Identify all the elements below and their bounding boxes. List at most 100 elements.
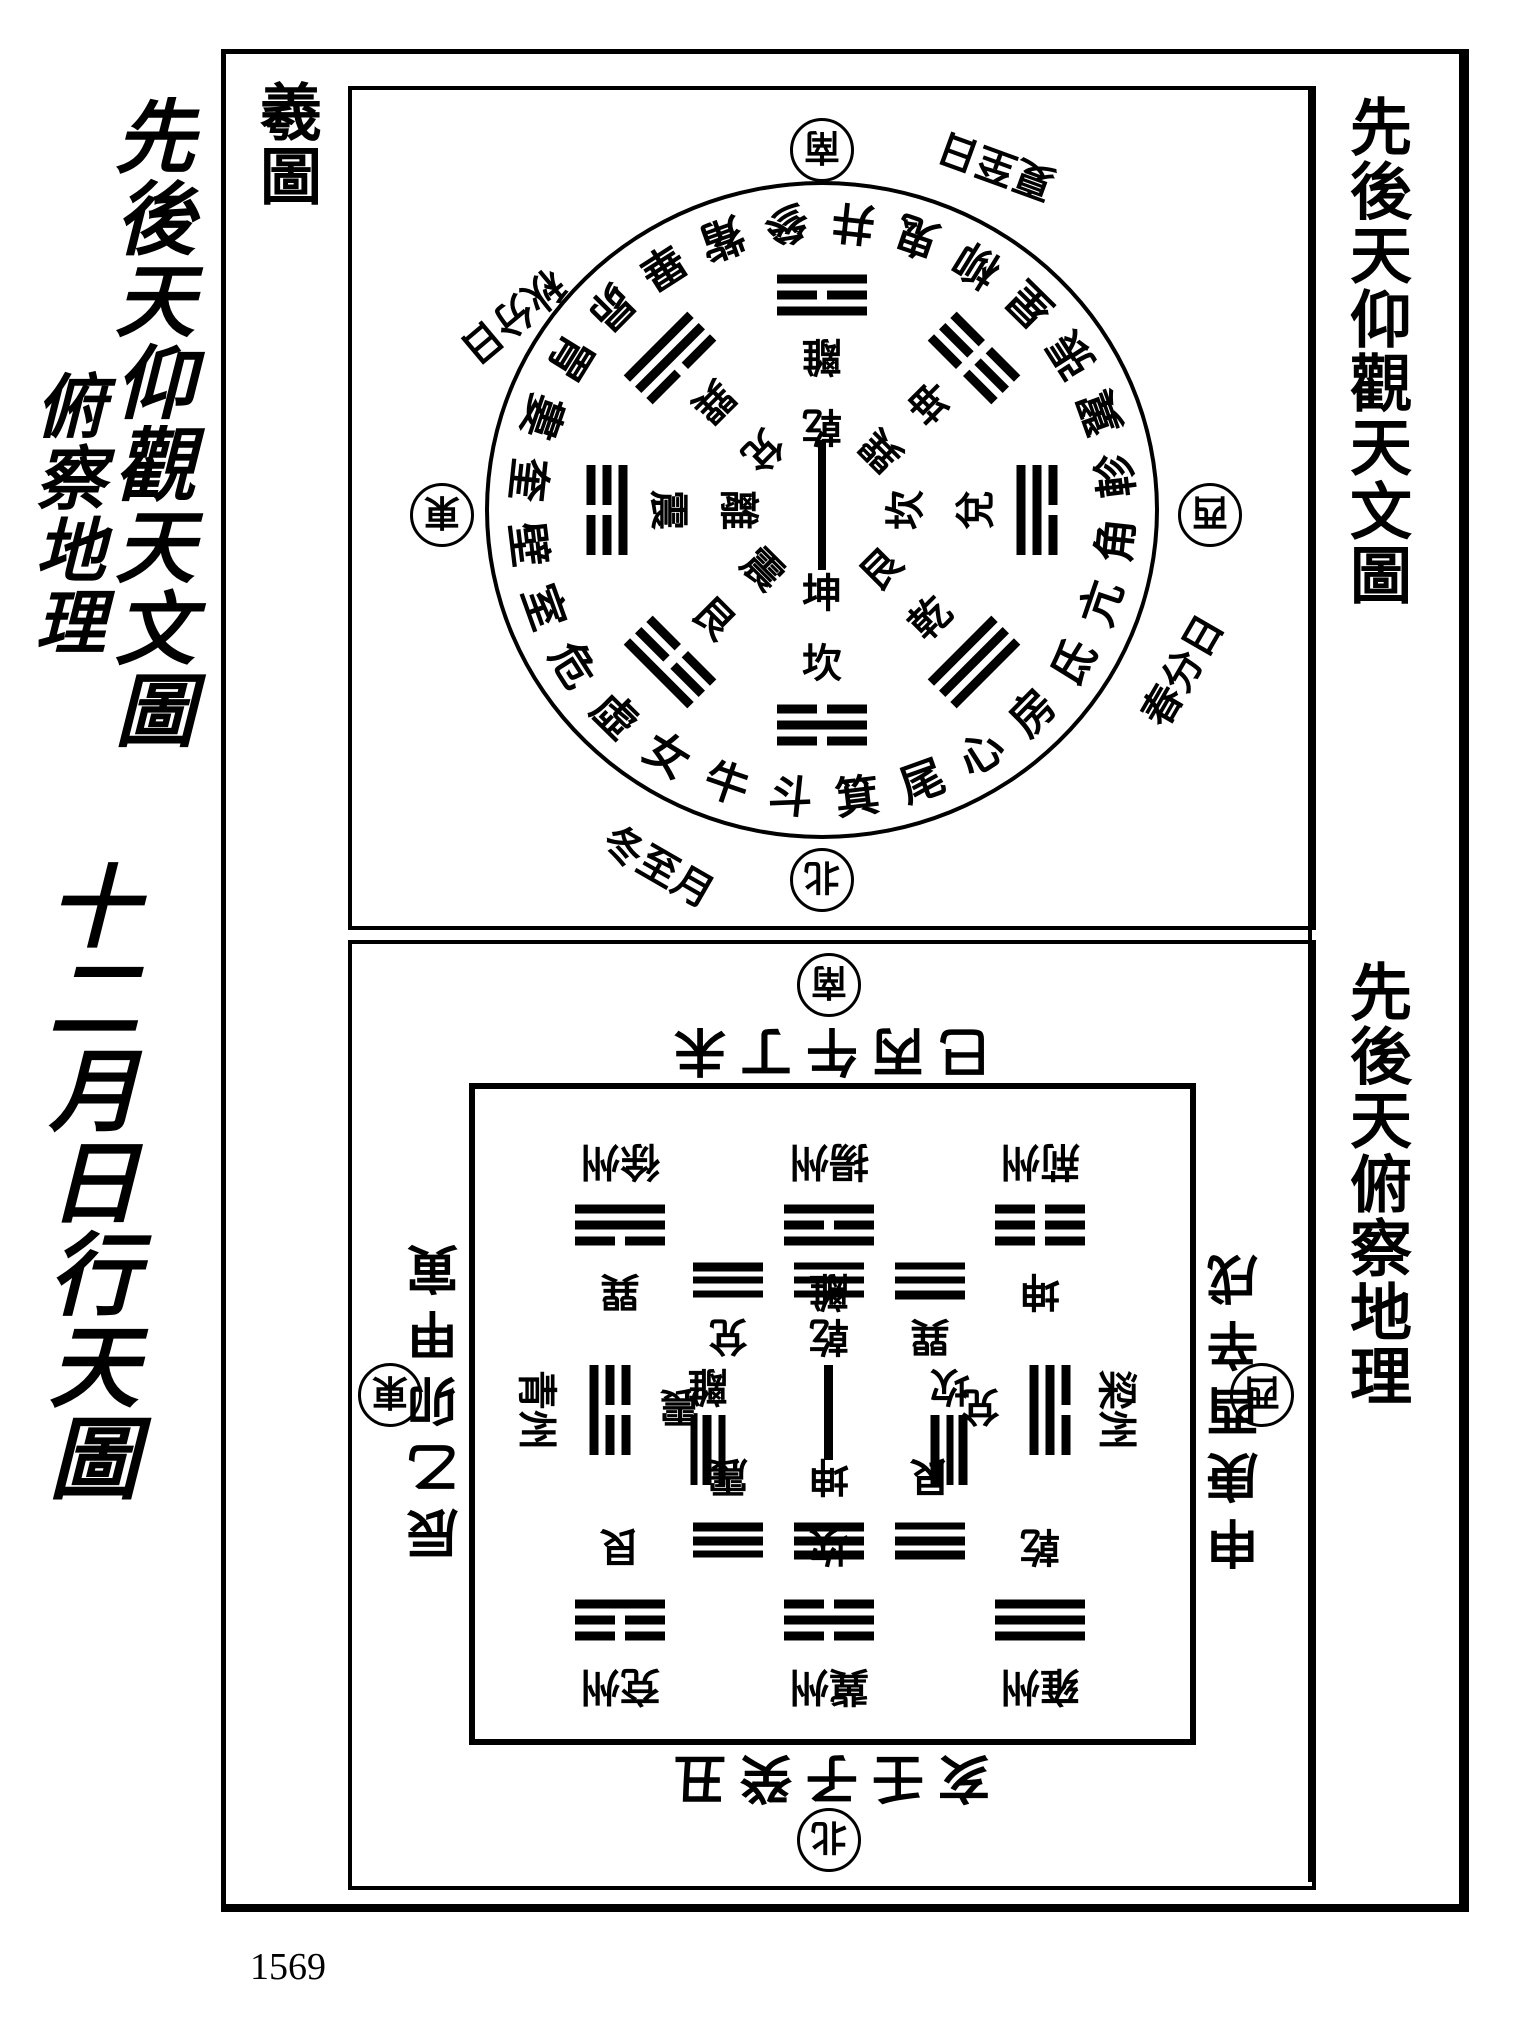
bottom-diagram-frame [348,940,1316,1890]
inner-trigram-label: 離 [688,1363,728,1410]
trigram-icon [895,1522,965,1558]
province-label: 青州 [513,1370,560,1450]
inner-trigram-label: 兌 [708,1313,748,1360]
broken-line [693,1263,763,1270]
handwritten-note-subtitle: 俯察地理 [24,370,106,658]
trigram-icon [794,1523,864,1558]
province-label: 荊州 [1000,1138,1080,1185]
trigram-icon [1016,465,1058,555]
inner-trigram-label: 乾 [809,1313,849,1360]
solid-line [1045,1365,1055,1455]
broken-line [777,737,867,746]
province-label: 兗州 [580,1663,660,1710]
center-axis-line [824,1365,833,1460]
lunar-mansion-label: 斗 [766,770,816,826]
broken-line [693,1537,763,1544]
trigram-inner-label: 乾 [802,403,842,450]
solid-line [777,720,867,730]
solid-line [895,1262,965,1270]
heaven-circle [485,181,1159,839]
solid-line [1032,465,1042,555]
trigram-icon [690,1415,726,1485]
broken-line [603,465,612,555]
province-label: 梁州 [1093,1370,1140,1450]
lunar-mansion-label: 箕 [832,769,883,826]
trigram-label: 乾 [1020,1523,1060,1570]
broken-line [794,1551,864,1558]
broken-line [575,1616,665,1625]
lunar-mansion-label: 壁 [499,519,556,570]
left-box-title: 羲圖 [249,80,322,208]
broken-line [705,1415,712,1485]
trigram-inner-label: 坎 [882,490,929,530]
inner-trigram-label: 艮 [910,1453,950,1500]
broken-line [794,1537,864,1544]
trigram-icon [693,1523,763,1558]
solid-line [777,306,867,316]
solid-line [618,465,628,555]
broken-line [575,1632,665,1641]
inner-trigram-label: 坎 [930,1363,970,1410]
compass-north: 北 [790,848,854,912]
solid-line [995,1599,1085,1609]
province-label: 揚州 [789,1138,869,1185]
solid-line [1029,1365,1039,1455]
solid-line [784,1204,874,1214]
broken-line [606,1365,615,1455]
solid-line [690,1415,698,1485]
branches-north: 亥壬子癸丑 [660,1747,991,1808]
trigram-icon [777,705,867,746]
trigram-icon [995,1205,1085,1246]
trigram-outer-label: 震 [645,490,692,530]
solid-line [784,1236,874,1246]
solid-line [895,1276,965,1284]
trigram-icon [1029,1365,1071,1455]
trigram-icon [587,465,628,555]
center-axis-line [818,440,826,570]
compass-south: 南 [797,953,861,1017]
trigram-label: 艮 [600,1523,640,1570]
handwritten-note-title: 先後天仰觀天文圖 [102,95,195,751]
branches-south: 巳丙午丁未 [660,1020,991,1081]
solid-line [693,1290,763,1298]
solid-line [589,1365,599,1455]
broken-line [784,1600,874,1609]
solid-line [1016,465,1026,555]
solid-line [995,1615,1085,1625]
broken-line [777,291,867,300]
solid-line [718,1415,726,1485]
broken-line [575,1237,665,1246]
solid-line [794,1262,864,1270]
bottom-diagram-title: 先後天俯察地理 [1339,960,1412,1408]
trigram-outer-label: 坎 [802,640,842,687]
trigram-outer-label: 兌 [952,490,999,530]
compass-east: 東 [410,483,474,547]
trigram-icon [589,1365,631,1455]
broken-line [895,1537,965,1544]
trigram-outer-label: 離 [802,333,842,380]
broken-line [1049,465,1058,555]
solid-line [575,1599,665,1609]
trigram-icon [895,1262,965,1298]
inner-trigram-label: 坤 [809,1453,849,1500]
solid-line [693,1276,763,1284]
solid-line [693,1550,763,1558]
broken-line [895,1551,965,1558]
nine-provinces-square [469,1083,1196,1745]
solid-line [575,1220,665,1230]
page-number: 1569 [250,1946,326,1988]
solid-line [895,1522,965,1530]
trigram-inner-label: 坤 [802,570,842,617]
solid-line [575,1204,665,1214]
trigram-icon [575,1204,665,1246]
compass-west: 西 [1178,483,1242,547]
province-label: 冀州 [789,1663,869,1710]
solid-line [794,1276,864,1284]
branches-east: 辰乙卯甲寅 [407,1230,468,1560]
broken-line [622,1365,631,1455]
trigram-icon [784,1204,874,1246]
trigram-icon [693,1263,763,1298]
province-label: 徐州 [580,1138,660,1185]
lunar-mansion-label: 角 [1089,515,1145,565]
trigram-label: 坤 [1020,1268,1060,1315]
